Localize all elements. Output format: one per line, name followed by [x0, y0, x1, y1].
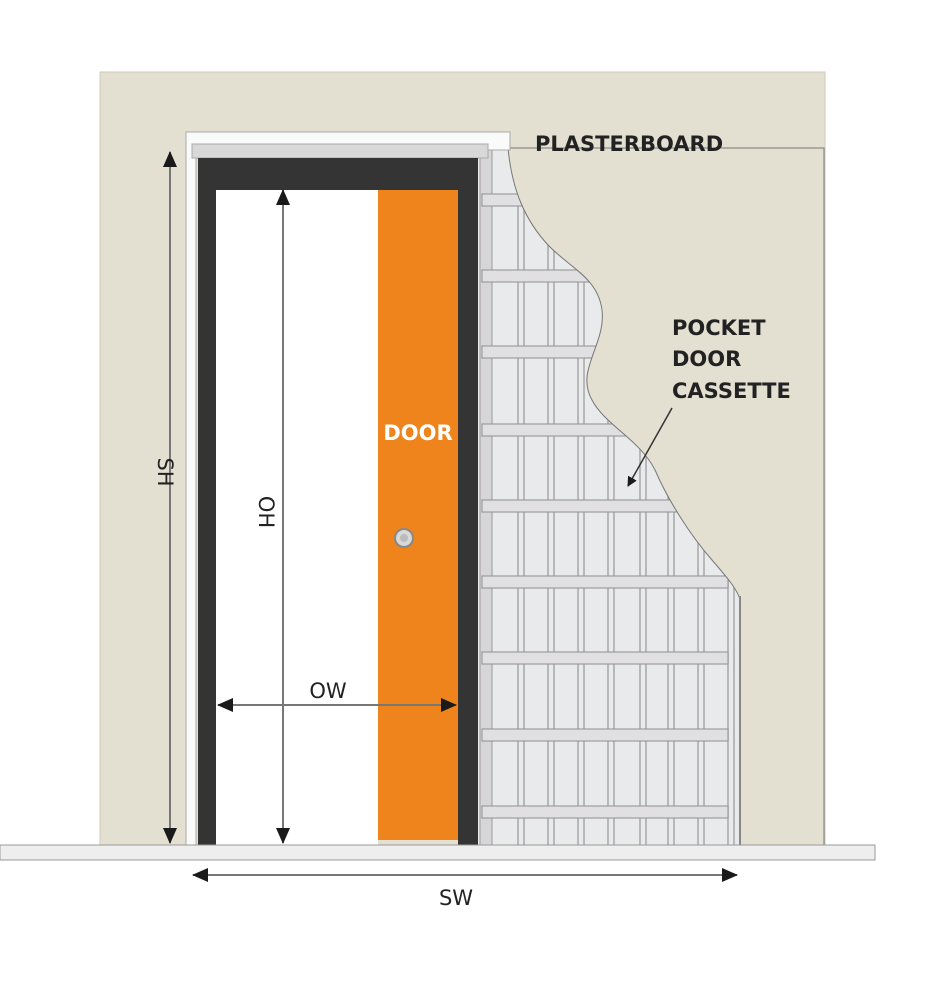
floor: [0, 844, 876, 861]
cassette-pointer-arrow: [627, 407, 673, 487]
cassette-rail: [481, 805, 729, 819]
plasterboard-panel: [507, 147, 825, 847]
sh-label: SH: [153, 457, 177, 486]
cassette-rail: [481, 728, 729, 742]
cassette-label-line1: POCKET: [672, 316, 766, 340]
oh-label: OH: [254, 496, 278, 528]
cassette-rail: [481, 575, 729, 589]
sliding-door: [378, 190, 458, 840]
door-label: DOOR: [383, 421, 452, 445]
door-opening: [216, 190, 378, 846]
plasterboard-label: PLASTERBOARD: [535, 132, 723, 156]
cassette-rail: [481, 651, 729, 665]
cassette-label-line3: CASSETTE: [672, 379, 791, 403]
ow-label: OW: [309, 679, 347, 703]
cassette-label-line2: DOOR: [672, 347, 741, 371]
sw-label: SW: [439, 886, 473, 910]
